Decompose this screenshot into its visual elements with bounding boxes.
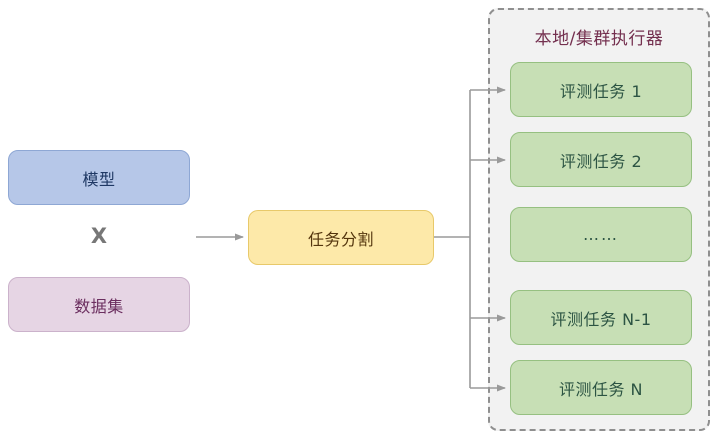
node-task-n[interactable]: 评测任务 N bbox=[510, 360, 692, 415]
operator-times: X bbox=[90, 224, 108, 248]
node-task-n-minus-1-label: 评测任务 N-1 bbox=[550, 309, 652, 329]
node-task-1[interactable]: 评测任务 1 bbox=[510, 62, 692, 117]
node-task-2[interactable]: 评测任务 2 bbox=[510, 132, 692, 187]
node-dataset[interactable]: 数据集 bbox=[8, 277, 190, 332]
node-model-label: 模型 bbox=[82, 169, 116, 189]
node-task-split-label: 任务分割 bbox=[307, 229, 374, 249]
node-task-split[interactable]: 任务分割 bbox=[248, 210, 434, 265]
node-task-ellipsis-label: …… bbox=[583, 225, 619, 244]
executor-panel-title: 本地/集群执行器 bbox=[534, 29, 664, 49]
node-task-n-minus-1[interactable]: 评测任务 N-1 bbox=[510, 290, 692, 345]
node-task-2-label: 评测任务 2 bbox=[559, 151, 643, 171]
node-task-ellipsis[interactable]: …… bbox=[510, 207, 692, 262]
node-model[interactable]: 模型 bbox=[8, 150, 190, 205]
node-task-1-label: 评测任务 1 bbox=[559, 81, 643, 101]
node-dataset-label: 数据集 bbox=[74, 296, 124, 316]
node-task-n-label: 评测任务 N bbox=[558, 379, 644, 399]
